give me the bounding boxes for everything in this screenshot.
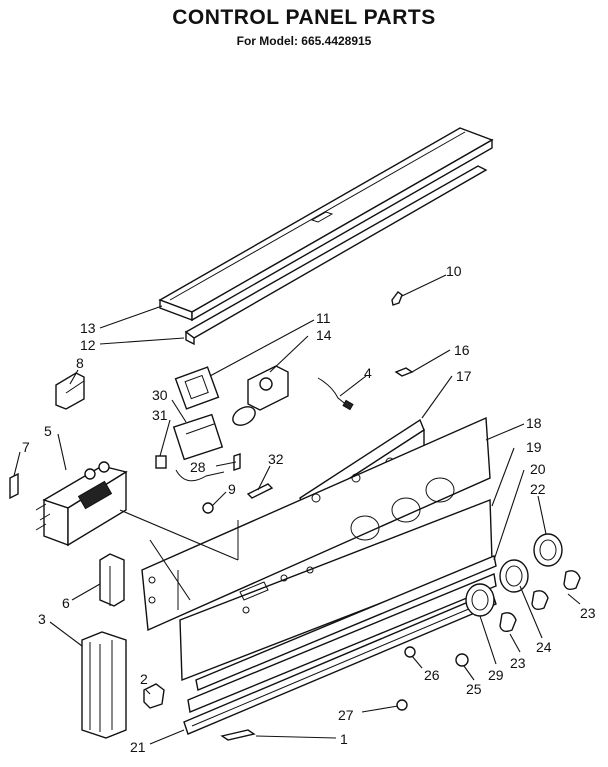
callout-29: 29: [488, 667, 504, 683]
leader-lines: [13, 274, 581, 745]
callout-8: 8: [76, 355, 84, 371]
ring-gasket: [232, 406, 256, 426]
part-18-control-panel: [141, 416, 491, 632]
callout-26: 26: [424, 667, 440, 683]
callout-3: 3: [38, 611, 46, 627]
part-13-top-trim: [158, 127, 494, 322]
part-23-knob-right-2: [531, 590, 549, 611]
callout-31: 31: [152, 407, 168, 423]
part-3-end-cap: [81, 631, 127, 739]
callout-25: 25: [466, 681, 482, 697]
part-32-bracket: [246, 483, 274, 499]
part-16-connector: [394, 367, 414, 377]
part-21-bottom-trim: [183, 591, 497, 735]
callout-6: 6: [62, 595, 70, 611]
part-11-relay: [174, 366, 220, 410]
part-30-transformer: [172, 413, 224, 461]
callout-27: 27: [338, 707, 354, 723]
callout-19: 19: [526, 439, 542, 455]
callout-20: 20: [530, 461, 546, 477]
part-4-connector: [342, 399, 354, 411]
part-8-bracket: [55, 372, 85, 410]
callout-10: 10: [446, 263, 462, 279]
callout-9: 9: [228, 481, 236, 497]
callout-17: 17: [456, 368, 472, 384]
callout-2: 2: [140, 671, 148, 687]
part-26-grommet: [404, 646, 416, 658]
part-23-knob-left: [499, 612, 517, 633]
model-subtitle: For Model: 665.4428915: [236, 34, 372, 48]
callout-30: 30: [152, 387, 168, 403]
part-31-connector: [155, 455, 167, 469]
callout-12: 12: [80, 337, 96, 353]
part-7-plate: [9, 472, 19, 500]
callout-11: 11: [316, 310, 331, 326]
part-9-screw: [202, 502, 214, 514]
part-6-bracket: [99, 553, 125, 607]
callout-13: 13: [80, 320, 96, 336]
part-1-foot: [220, 729, 256, 741]
part-10-clip: [391, 291, 403, 306]
callout-5: 5: [44, 423, 52, 439]
part-20-trim: [187, 555, 497, 713]
callout-22: 22: [530, 481, 546, 497]
part-24-bezel: [499, 559, 529, 593]
part-23-knob-right: [563, 570, 581, 591]
callout-7: 7: [22, 439, 30, 455]
callout-labels: 13 12 10 8 5 7 6 3 2 21 1 11 14 4 16 17 …: [22, 263, 596, 755]
part-2-small-bracket: [143, 683, 165, 709]
callout-18: 18: [526, 415, 542, 431]
callout-32: 32: [268, 451, 284, 467]
part-5-timer-module: [35, 461, 128, 547]
callout-4: 4: [364, 365, 372, 381]
callout-23-left: 23: [510, 655, 526, 671]
callout-23-right: 23: [580, 605, 596, 621]
callout-24: 24: [536, 639, 552, 655]
callout-1: 1: [340, 731, 348, 747]
part-4-wire: [317, 377, 349, 407]
part-27-screw: [396, 699, 408, 711]
part-22-bezel: [533, 533, 563, 567]
part-29-bezel: [465, 583, 495, 617]
part-28-bracket: [233, 453, 241, 471]
callout-16: 16: [454, 342, 470, 358]
callout-21: 21: [130, 739, 146, 755]
part-28-wire: [175, 469, 225, 482]
page-title: CONTROL PANEL PARTS: [172, 6, 436, 29]
part-14-switch: [247, 365, 289, 411]
part-25-nut: [455, 653, 469, 667]
part-12-strip: [184, 165, 488, 346]
callout-14: 14: [316, 327, 332, 343]
callout-28: 28: [190, 459, 206, 475]
